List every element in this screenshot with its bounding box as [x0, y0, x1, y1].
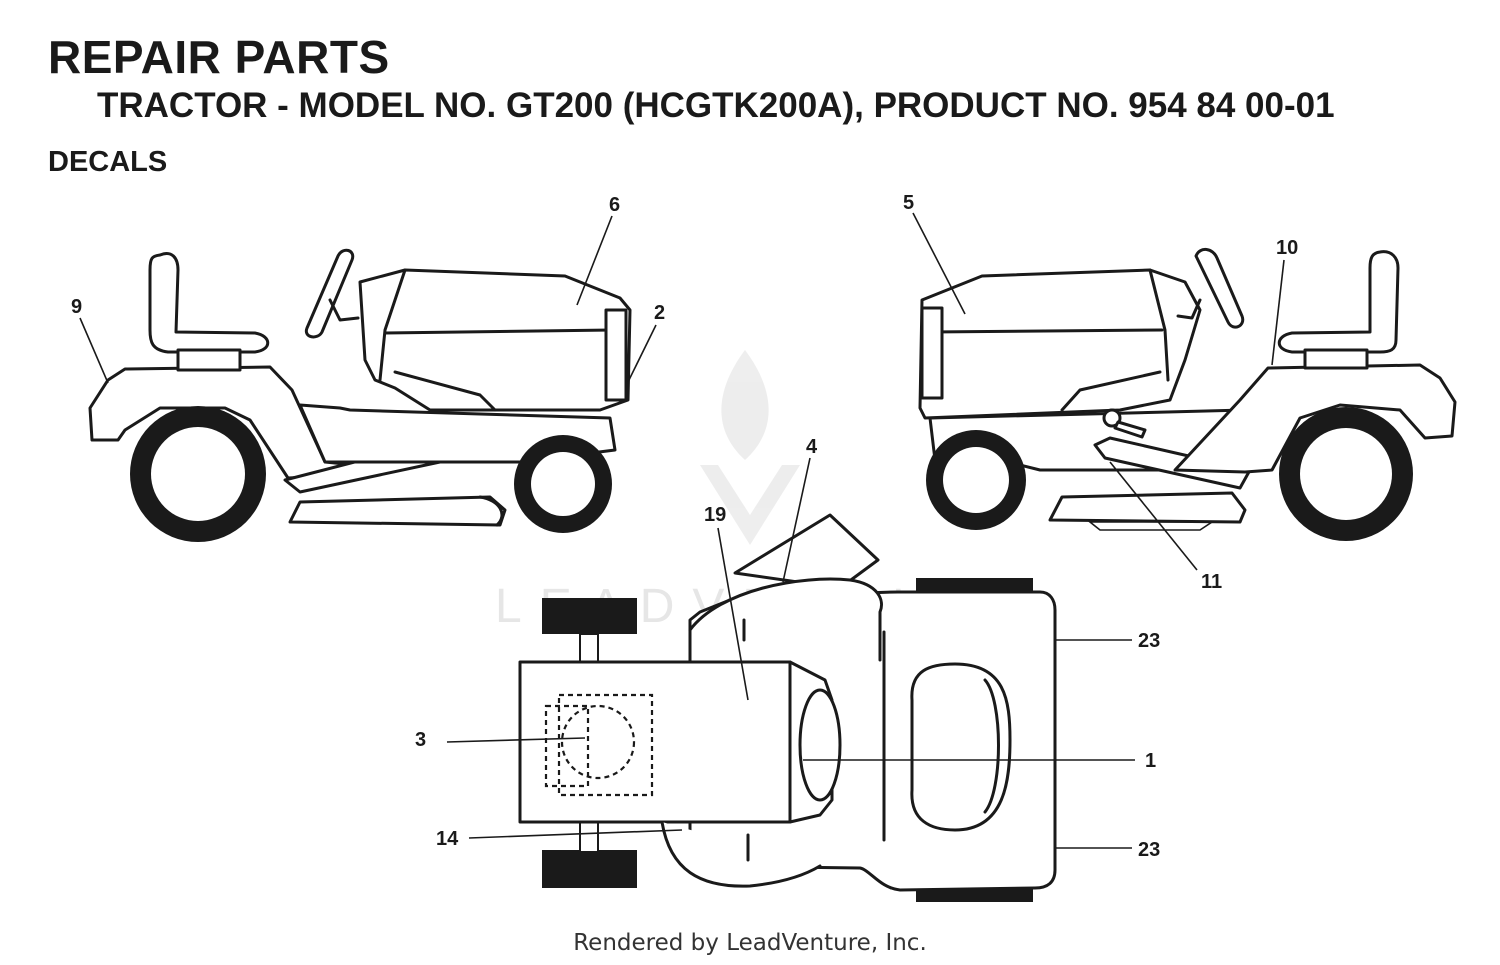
callout-5: 5 — [903, 192, 914, 214]
tractor-left-side-view — [88, 248, 632, 542]
callout-19: 19 — [704, 504, 726, 526]
footer-credit: Rendered by LeadVenture, Inc. — [573, 930, 927, 956]
callout-11: 11 — [1201, 571, 1222, 593]
section-heading: DECALS — [48, 146, 168, 178]
callout-6: 6 — [609, 194, 620, 216]
callout-2: 2 — [654, 302, 665, 324]
tractor-top-view — [518, 513, 1057, 902]
tractor-right-side-view — [918, 248, 1457, 541]
callout-1: 1 — [1145, 750, 1156, 772]
model-subtitle: TRACTOR - MODEL NO. GT200 (HCGTK200A), P… — [97, 86, 1335, 125]
callout-4: 4 — [806, 436, 818, 458]
callout-10: 10 — [1276, 237, 1298, 259]
leader-lines — [79, 212, 1285, 849]
callout-14: 14 — [436, 828, 459, 850]
page-title: REPAIR PARTS — [48, 31, 390, 83]
callout-9: 9 — [71, 296, 82, 318]
watermark-logo — [700, 350, 800, 545]
callout-23-top: 23 — [1138, 630, 1160, 652]
callout-3: 3 — [415, 729, 426, 751]
callout-23-bottom: 23 — [1138, 839, 1160, 861]
